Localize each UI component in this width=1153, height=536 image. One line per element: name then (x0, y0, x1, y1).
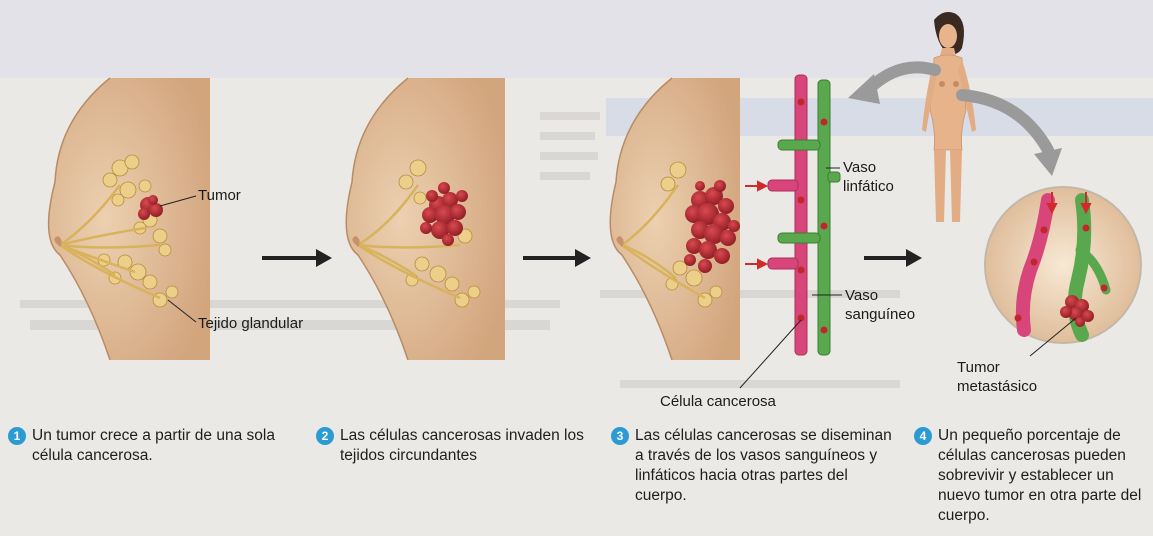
label-blood-vessel: Vaso sanguíneo (845, 286, 927, 324)
step-number-badge: 1 (8, 427, 26, 445)
caption-stage-4: 4 Un pequeño porcentaje de células cance… (914, 426, 1150, 526)
step-number-badge: 4 (914, 427, 932, 445)
caption-text: Un tumor crece a partir de una sola célu… (32, 426, 278, 466)
caption-stage-2: 2 Las células cancerosas invaden los tej… (316, 426, 588, 466)
label-glandular-tissue: Tejido glandular (198, 314, 303, 333)
label-metastatic-tumor: Tumor metastásico (957, 358, 1037, 396)
caption-text: Las células cancerosas se diseminan a tr… (635, 426, 897, 506)
caption-stage-3: 3 Las células cancerosas se diseminan a … (611, 426, 897, 506)
step-number-badge: 3 (611, 427, 629, 445)
caption-stage-1: 1 Un tumor crece a partir de una sola cé… (8, 426, 278, 466)
caption-text: Las células cancerosas invaden los tejid… (340, 426, 588, 466)
label-tumor: Tumor (198, 186, 241, 205)
label-lymph-vessel: Vaso linfático (843, 158, 913, 196)
label-cancer-cell: Célula cancerosa (660, 392, 776, 411)
step-number-badge: 2 (316, 427, 334, 445)
caption-text: Un pequeño porcentaje de células cancero… (938, 426, 1150, 526)
